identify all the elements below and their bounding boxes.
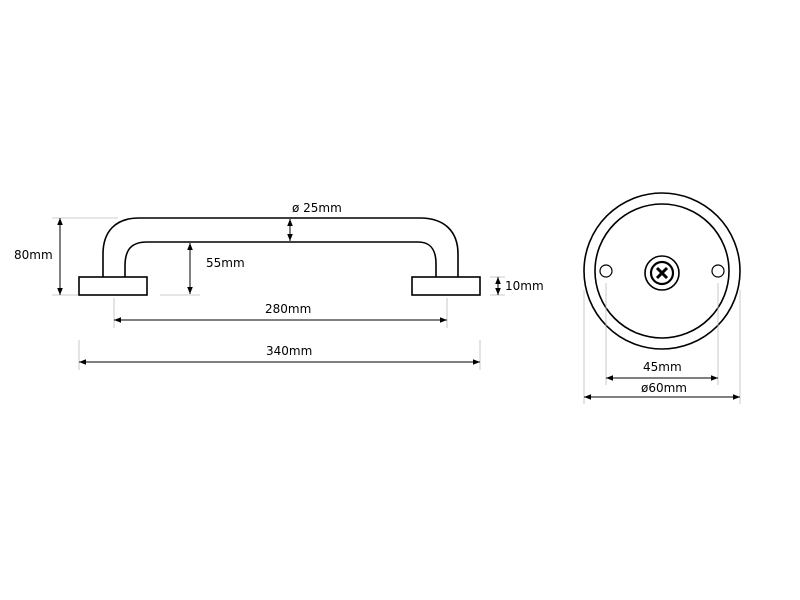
label-inner-height: 55mm — [206, 256, 245, 270]
grab-bar-inner-outline — [124, 241, 437, 277]
label-tube-diameter: ø 25mm — [292, 201, 342, 215]
label-flange-thickness: 10mm — [505, 279, 544, 293]
label-total-height: 80mm — [14, 248, 53, 262]
mounting-plate-outer — [583, 192, 741, 350]
left-screw-hole — [599, 264, 613, 278]
cross-screw-icon — [644, 255, 680, 291]
label-center-span: 280mm — [265, 302, 312, 316]
front-view — [583, 192, 741, 350]
front-view-extension-lines — [583, 283, 741, 404]
front-view-dimensions — [584, 375, 740, 400]
side-view-dimensions — [57, 218, 501, 365]
right-screw-hole — [711, 264, 725, 278]
grab-bar-outer-outline — [102, 217, 459, 277]
right-flange — [411, 276, 481, 296]
side-view — [78, 217, 481, 296]
label-plate-diameter: ø60mm — [641, 381, 687, 395]
label-overall-length: 340mm — [266, 344, 313, 358]
left-flange — [78, 276, 148, 296]
mounting-plate-inner — [594, 203, 730, 339]
label-hole-spacing: 45mm — [643, 360, 682, 374]
